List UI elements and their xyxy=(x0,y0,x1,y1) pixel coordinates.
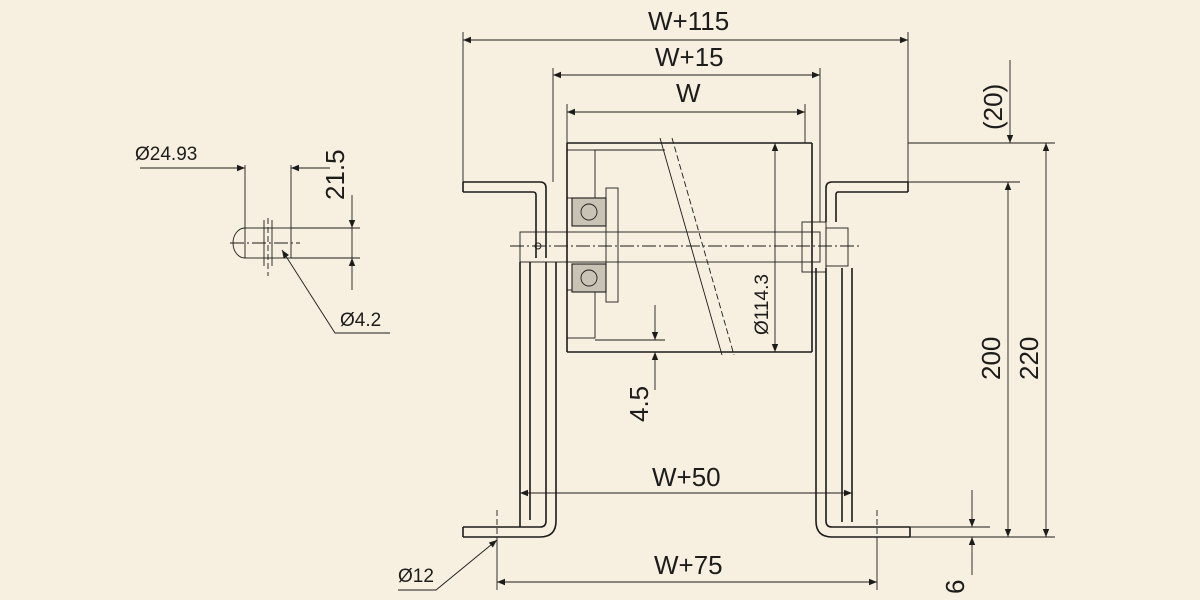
dim-height-220: 220 xyxy=(1014,337,1044,380)
dim-w-plus-75: W+75 xyxy=(654,550,723,580)
dim-4-5: 4.5 xyxy=(624,386,654,422)
shaft-end-detail: Ø24.93 21.5 Ø4.2 xyxy=(135,144,390,334)
dim-w-plus-15: W+15 xyxy=(655,42,724,72)
left-bracket xyxy=(462,181,557,538)
roller-body xyxy=(510,137,860,356)
pin-hole-dia-label: Ø4.2 xyxy=(340,310,381,331)
dim-w-plus-115: W+115 xyxy=(648,6,729,36)
dimension-lines: W+115 W+15 W Ø114.3 4.5 W+50 W+75 Ø12 xyxy=(398,6,1055,594)
hole-dia-label: Ø12 xyxy=(398,566,434,587)
roller-dia-label: Ø114.3 xyxy=(752,274,773,335)
dim-w-plus-50: W+50 xyxy=(652,462,721,492)
dim-height-200: 200 xyxy=(976,337,1006,380)
dim-gap-20: (20) xyxy=(978,84,1008,130)
flat-depth-label: 21.5 xyxy=(320,149,350,200)
right-bracket xyxy=(496,181,911,540)
dim-w: W xyxy=(676,78,701,108)
shaft-dia-label: Ø24.93 xyxy=(135,144,197,165)
dim-6: 6 xyxy=(940,580,970,594)
